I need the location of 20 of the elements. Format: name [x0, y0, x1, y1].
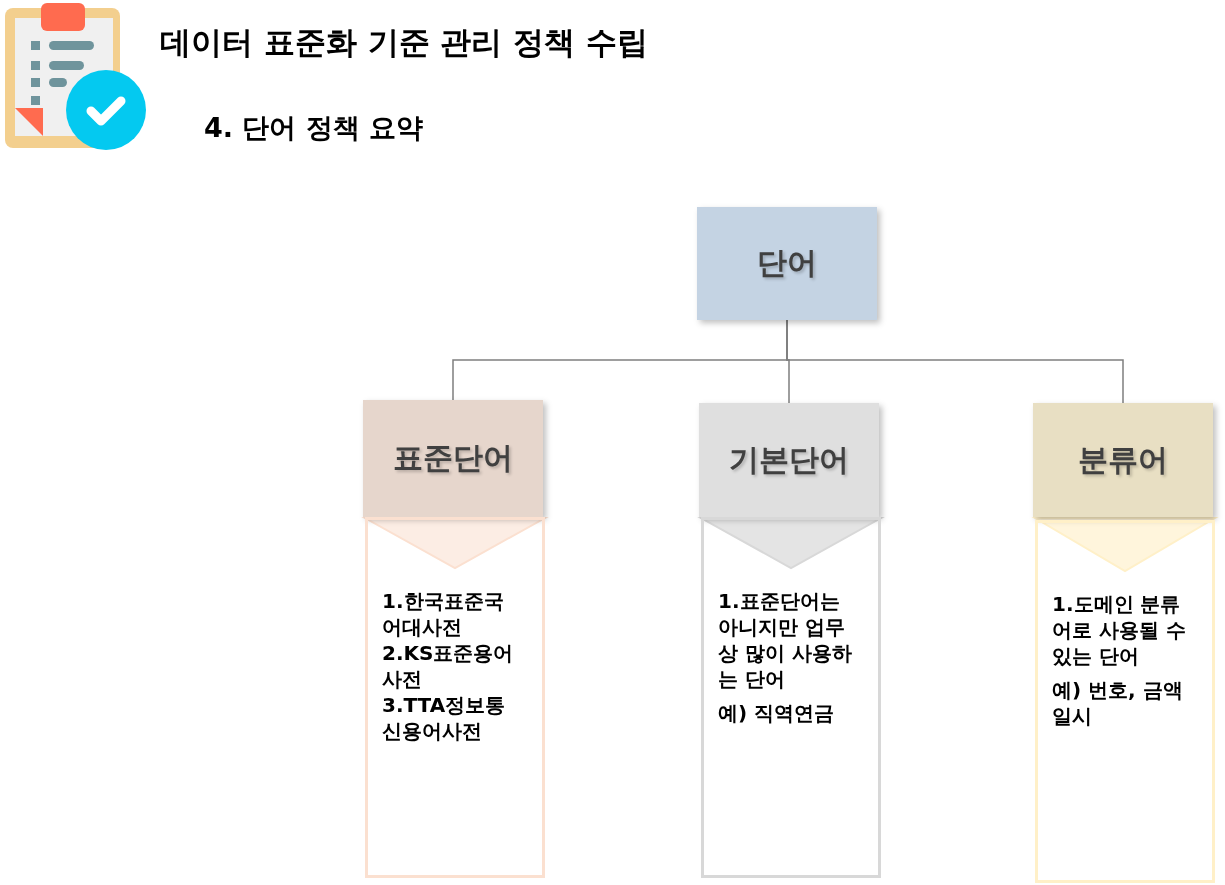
chevron-arrow — [697, 517, 885, 570]
chevron-arrow — [361, 517, 549, 570]
description-text: 2.KS표준용어사전 — [382, 640, 515, 692]
category-box: 표준단어 — [363, 400, 543, 517]
subtitle: 4. 단어 정책 요약 — [204, 111, 424, 145]
title: 데이터 표준화 기준 관리 정책 수립 — [160, 23, 648, 62]
description-panel — [365, 517, 545, 878]
description-panel — [701, 517, 881, 878]
description-text: 예) 번호, 금액 일시 — [1052, 677, 1184, 729]
description-panel — [1035, 520, 1215, 883]
description-text: 1.도메인 분류어로 사용될 수 있는 단어 — [1052, 591, 1187, 669]
connector-line — [786, 319, 1124, 404]
category-box: 분류어 — [1033, 403, 1213, 517]
description-text: 예) 직역연금 — [718, 700, 836, 726]
description-text: 1.표준단어는 아니지만 업무상 많이 사용하는 단어 — [718, 588, 853, 692]
chevron-arrow — [1031, 517, 1219, 573]
category-box: 단어 — [697, 207, 877, 320]
description-text: 1.한국표준국어대사전 — [382, 588, 505, 640]
description-text: 3.TTA정보통신용어사전 — [382, 692, 507, 744]
category-box: 기본단어 — [699, 403, 879, 517]
